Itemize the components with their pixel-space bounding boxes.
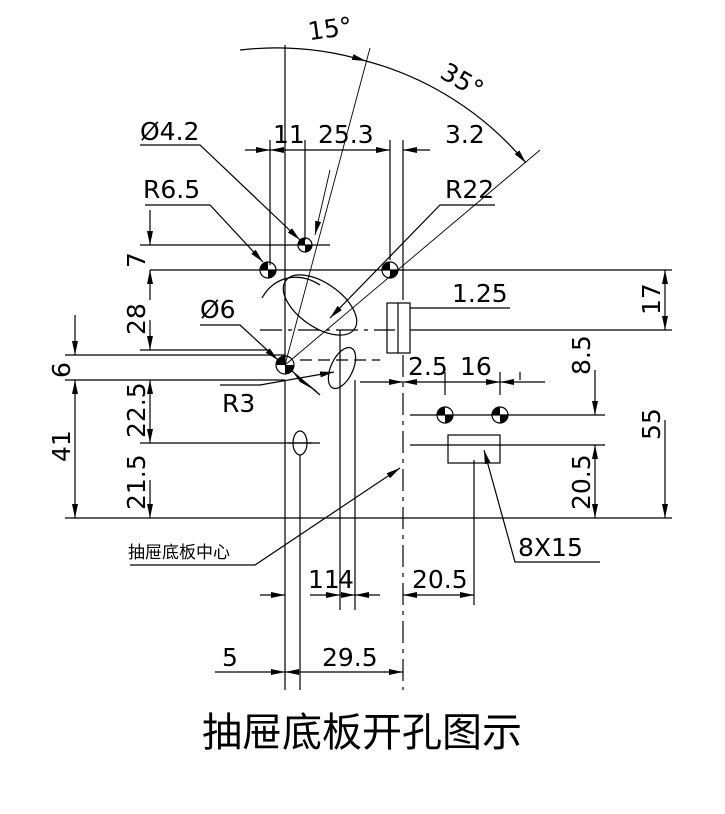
- label-dim-29-5: 29.5: [322, 643, 378, 672]
- leader-lines: [130, 144, 600, 566]
- label-dim-2-5: 2.5: [408, 352, 448, 381]
- label-dim-17: 17: [637, 283, 666, 315]
- holes: [259, 237, 509, 464]
- slot-angled-small: [327, 346, 357, 390]
- hole-right-2: [491, 406, 509, 424]
- angle-arcs: [239, 45, 541, 366]
- label-angle-15: 15°: [306, 11, 354, 46]
- hole-r6-5: [259, 261, 277, 279]
- label-dim-20-5-v: 20.5: [567, 454, 596, 510]
- label-slot-8x15: 8X15: [518, 533, 583, 562]
- label-dim-16: 16: [460, 352, 492, 381]
- label-dim-41: 41: [47, 430, 76, 462]
- label-dim-4: 4: [338, 565, 354, 594]
- label-dim-8-5: 8.5: [567, 335, 596, 375]
- hole-right-1: [436, 406, 454, 424]
- label-dim-7: 7: [122, 252, 151, 268]
- label-dim-28: 28: [122, 303, 151, 335]
- label-angle-35: 35°: [436, 57, 489, 104]
- label-dim-6: 6: [47, 362, 76, 378]
- label-dia-4-2: Ø4.2: [140, 117, 199, 146]
- label-dim-25-3: 25.3: [318, 120, 374, 149]
- dimension-labels: 15° 35° Ø4.2 11 25.3 3.2 R6.5 R22 7 28 1…: [47, 11, 666, 672]
- label-dia-6: Ø6: [200, 295, 236, 324]
- dimension-lines: [72, 147, 668, 675]
- label-dim-22-5: 22.5: [122, 382, 151, 438]
- label-dim-1-25: 1.25: [452, 279, 508, 308]
- label-dim-5: 5: [222, 643, 238, 672]
- label-dim-20-5-h: 20.5: [412, 565, 468, 594]
- label-r-22: R22: [445, 175, 494, 204]
- label-r-3: R3: [222, 389, 255, 418]
- label-dim-11-bottom: 11: [308, 565, 340, 594]
- label-center-note: 抽屉底板中心: [128, 543, 230, 563]
- drawing-title: 抽屉底板开孔图示: [202, 710, 522, 756]
- label-dim-21-5: 21.5: [122, 454, 151, 510]
- label-dim-55: 55: [637, 408, 666, 440]
- slot-angled-large: [282, 274, 358, 336]
- label-dim-11-top: 11: [273, 120, 305, 149]
- reference-lines: [65, 140, 672, 690]
- hole-dia-4-2: [297, 237, 313, 253]
- slot-rect-8x15: [447, 434, 501, 464]
- label-dim-3-2: 3.2: [445, 120, 485, 149]
- label-r-6-5: R6.5: [143, 175, 200, 204]
